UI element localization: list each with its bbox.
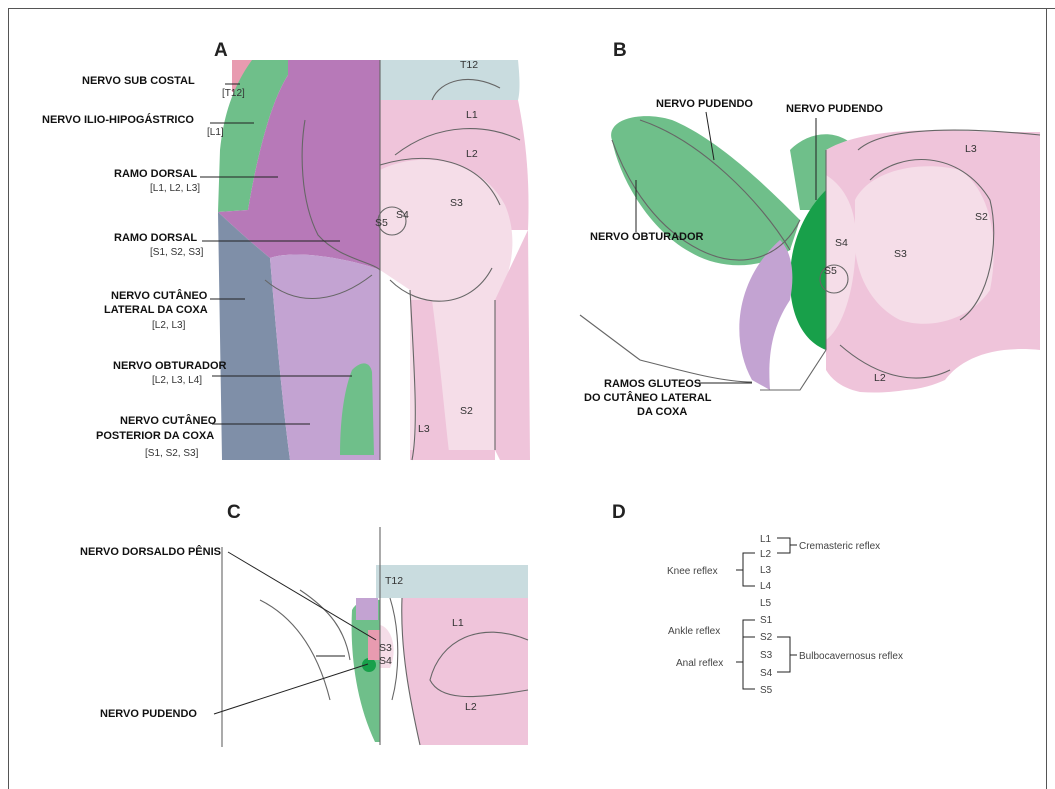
label-ilio: NERVO ILIO-HIPOGÁSTRICO: [42, 113, 194, 126]
region-lumbar-c: [402, 598, 528, 745]
bracket-cremasteric: [777, 538, 797, 553]
panel-b-letter: B: [613, 40, 627, 61]
label-gluteos-1: RAMOS GLUTEOS: [604, 378, 701, 390]
bracket-knee: [736, 553, 755, 586]
seg-b-s4: S4: [835, 237, 848, 249]
label-pudendo-b-2: NERVO PUDENDO: [786, 103, 883, 115]
seg-b-s5: S5: [824, 265, 837, 277]
label-obturador-b: NERVO OBTURADOR: [590, 231, 704, 243]
level-s4: S4: [760, 668, 773, 679]
seg-a-s4: S4: [396, 209, 409, 221]
seg-b-l3: L3: [965, 143, 977, 155]
seg-a-l1: L1: [466, 109, 478, 121]
reflex-anal: Anal reflex: [676, 658, 723, 669]
dermatome-t12-a: [380, 60, 520, 100]
region-s3-b: [855, 166, 994, 324]
panel-a-letter: A: [214, 40, 228, 61]
label-cutaneo-lateral-1: NERVO CUTÂNEO: [111, 289, 208, 302]
label-ramo-dorsal-l: RAMO DORSAL: [114, 168, 197, 180]
seg-a-s5: S5: [375, 217, 388, 229]
panel-a: A T12 L1 L2: [42, 40, 530, 460]
panel-c: C T12 L1 L2 S3 S4 NERVO DORSALDO PÊNIS N…: [80, 502, 528, 747]
panel-b: B L3 S2 S3 S4 S5 L2 NERVO PUDENDO: [580, 40, 1040, 418]
level-s2: S2: [760, 632, 773, 643]
label-ramo-dorsal-s: RAMO DORSAL: [114, 232, 197, 244]
seg-c-s4: S4: [379, 655, 392, 667]
label-obturador-a-roots: [L2, L3, L4]: [152, 375, 202, 386]
label-cutaneo-posterior-roots: [S1, S2, S3]: [145, 448, 199, 459]
label-gluteos-2: DO CUTÂNEO LATERAL: [584, 391, 712, 404]
seg-a-s2: S2: [460, 405, 473, 417]
reflex-cremasteric: Cremasteric reflex: [799, 541, 880, 552]
level-s3: S3: [760, 650, 773, 661]
reflex-ankle: Ankle reflex: [668, 626, 720, 637]
region-penis-c: [356, 598, 378, 620]
region-pudendo-b-dark: [790, 190, 826, 350]
label-obturador-a: NERVO OBTURADOR: [113, 360, 227, 372]
label-cutaneo-lateral-2: LATERAL DA COXA: [104, 304, 208, 316]
label-pudendo-c: NERVO PUDENDO: [100, 708, 197, 720]
dermatome-sacral-a: [380, 160, 512, 450]
label-ilio-roots: [L1]: [207, 127, 224, 138]
label-cutaneo-lateral-roots: [L2, L3]: [152, 320, 186, 331]
seg-a-s3: S3: [450, 197, 463, 209]
reflex-knee: Knee reflex: [667, 566, 718, 577]
seg-c-t12: T12: [385, 575, 403, 587]
panel-d-letter: D: [612, 502, 626, 523]
panel-d: D L1 L2 L3 L4 L5 S1 S2 S3 S4 S5 Cremaste…: [612, 502, 903, 696]
level-l1: L1: [760, 534, 772, 545]
reflex-bulbocavernosus: Bulbocavernosus reflex: [799, 651, 903, 662]
label-gluteos-3: DA COXA: [637, 406, 687, 418]
level-s1: S1: [760, 615, 773, 626]
contour-c-2: [260, 600, 330, 700]
contour-c-1: [300, 590, 350, 660]
seg-b-s3: S3: [894, 248, 907, 260]
contour-b-3: [580, 315, 752, 382]
seg-a-t12: T12: [460, 59, 478, 71]
level-l5: L5: [760, 598, 772, 609]
level-l4: L4: [760, 581, 772, 592]
seg-c-l1: L1: [452, 617, 464, 629]
label-cutaneo-posterior-2: POSTERIOR DA COXA: [96, 430, 214, 442]
level-l2: L2: [760, 549, 772, 560]
leader-pudendo-c: [214, 664, 368, 714]
leader-dorsal-penis: [228, 552, 376, 640]
label-sub-costal: NERVO SUB COSTAL: [82, 75, 195, 87]
label-dorsal-penis: NERVO DORSALDO PÊNIS: [80, 545, 221, 558]
seg-c-l2: L2: [465, 701, 477, 713]
label-ramo-dorsal-l-roots: [L1, L2, L3]: [150, 183, 200, 194]
seg-c-s3: S3: [379, 642, 392, 654]
label-cutaneo-posterior-1: NERVO CUTÂNEO: [120, 414, 217, 427]
bracket-bulbocavernosus: [777, 637, 797, 672]
bracket-ankle: [743, 620, 755, 637]
seg-b-s2: S2: [975, 211, 988, 223]
panel-c-letter: C: [227, 502, 241, 523]
level-l3: L3: [760, 565, 772, 576]
seg-a-l2: L2: [466, 148, 478, 160]
seg-b-l2: L2: [874, 372, 886, 384]
label-pudendo-b-1: NERVO PUDENDO: [656, 98, 753, 110]
seg-a-l3: L3: [418, 423, 430, 435]
level-s5: S5: [760, 685, 773, 696]
label-ramo-dorsal-s-roots: [S1, S2, S3]: [150, 247, 204, 258]
label-sub-costal-roots: [T12]: [222, 88, 245, 99]
bracket-anal: [736, 637, 755, 689]
